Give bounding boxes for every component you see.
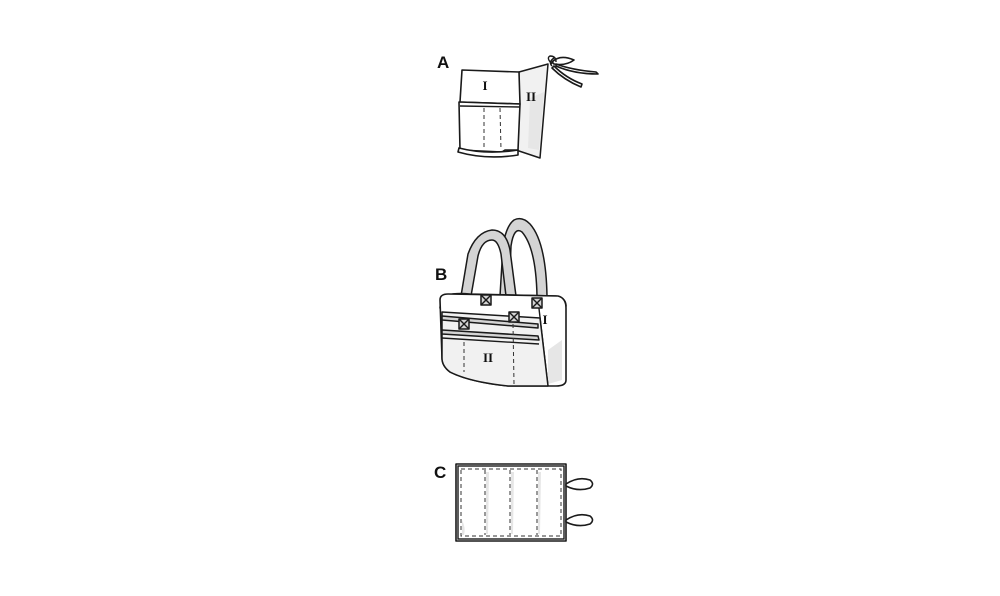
view-c-label: C — [434, 463, 446, 482]
view-a-label: A — [437, 53, 449, 72]
view-b-handle-tab-1 — [480, 294, 492, 306]
view-b-part-ii-label: II — [483, 350, 493, 365]
view-b-front-pocket — [441, 311, 549, 387]
view-b-stitch-line-2 — [512, 323, 515, 385]
view-b-handle-tab-4 — [508, 311, 520, 323]
view-c-tie-loop-top — [565, 477, 594, 491]
view-b: B — [435, 217, 567, 387]
view-a-part-i-label: I — [482, 78, 487, 93]
view-a-pocket-edge — [459, 105, 521, 108]
view-b-part-i-label: I — [542, 312, 547, 327]
view-b-handle-tab-3 — [458, 318, 470, 330]
view-b-pocket-edge — [441, 337, 540, 345]
view-a-stitch-line-2 — [499, 107, 502, 151]
view-a-part-ii-label: II — [526, 89, 536, 104]
view-b-handle-tab-2 — [531, 297, 543, 309]
view-a: A I II — [437, 53, 599, 159]
view-a-base — [457, 147, 519, 158]
view-c: C — [434, 463, 594, 542]
view-a-front-pocket — [458, 101, 521, 153]
view-c-roll-topstitch — [460, 468, 562, 537]
view-a-front-upper — [459, 69, 521, 105]
view-a-tie-bow — [547, 55, 599, 88]
view-b-label: B — [435, 265, 447, 284]
view-c-tie-loop-bottom — [565, 513, 594, 527]
view-b-pocket-band-bottom — [441, 329, 540, 341]
view-b-rear-handle — [499, 217, 548, 297]
view-c-roll-inner-edge — [457, 465, 565, 540]
view-a-panel-shading — [528, 92, 544, 150]
view-b-side-shading — [548, 340, 562, 384]
